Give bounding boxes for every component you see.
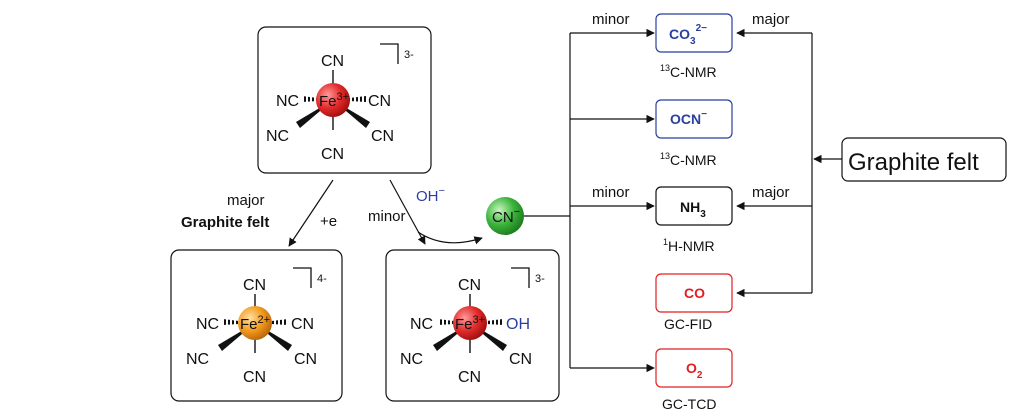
metal-center: Fe3+ <box>455 314 485 333</box>
label-minor-nh3: minor <box>592 184 630 201</box>
ligand-left: NC <box>410 316 433 333</box>
ligand-right: CN <box>368 93 391 110</box>
product-method: GC-FID <box>664 316 712 332</box>
label-graphite-felt-bold: Graphite felt <box>181 214 269 231</box>
graphite-felt-box: Graphite felt <box>841 137 1007 182</box>
ligand-bottom-right: CN <box>294 351 317 368</box>
fe-sphere <box>238 306 272 340</box>
complex-box <box>385 249 560 402</box>
fe-sphere <box>453 306 487 340</box>
arrow-reduction <box>288 179 334 247</box>
ligand-bottom-left: NC <box>400 351 423 368</box>
metal-center: Fe2+ <box>240 314 270 333</box>
product-o2: O2 GC-TCD <box>655 348 733 412</box>
charge-bracket <box>293 267 312 288</box>
ligand-top: CN <box>243 277 266 294</box>
ligand-top: CN <box>321 53 344 70</box>
ligand-right: CN <box>291 316 314 333</box>
product-formula: O2 <box>686 360 703 381</box>
product-method: 1H-NMR <box>663 237 715 254</box>
cn-sphere <box>486 197 524 235</box>
fe-sphere <box>316 83 350 117</box>
label-minor-co3: minor <box>592 11 630 28</box>
complex-charge: 4- <box>317 273 327 285</box>
label-major-nh3: major <box>752 184 790 201</box>
arrow-substitution <box>389 179 426 245</box>
product-ocn: OCN− 13C-NMR <box>655 99 733 168</box>
ligand-bottom: CN <box>243 369 266 386</box>
ligand-bottom-right: CN <box>509 351 532 368</box>
graphite-felt-label: Graphite felt <box>848 149 979 176</box>
cn-label: CN− <box>492 206 520 226</box>
product-formula: NH3 <box>680 199 706 220</box>
label-minor: minor <box>368 208 406 225</box>
label-plus-e: +e <box>320 213 337 230</box>
ligand-left: NC <box>276 93 299 110</box>
complex-box <box>170 249 343 402</box>
product-co3: CO32− 13C-NMR <box>655 13 733 80</box>
ligand-bottom: CN <box>321 146 344 163</box>
ligand-left: NC <box>196 316 219 333</box>
arrow-cn-release <box>417 231 483 245</box>
product-formula: CO <box>684 285 705 301</box>
ligand-bottom-left: NC <box>186 351 209 368</box>
metal-center: Fe3+ <box>319 91 349 110</box>
complex-hydroxo: 3- Fe3+ CN NC OH NC CN CN <box>385 249 560 402</box>
charge-bracket <box>380 43 399 64</box>
ligand-top: CN <box>458 277 481 294</box>
product-formula: CO32− <box>669 23 707 47</box>
label-major-co3: major <box>752 11 790 28</box>
complex-ferricyanide: 3- Fe3+ CN NC CN NC CN CN <box>257 26 432 174</box>
ligand-bottom: CN <box>458 369 481 386</box>
ligand-right: OH <box>506 316 530 333</box>
charge-bracket <box>511 267 530 288</box>
ligand-bottom-right: CN <box>371 128 394 145</box>
product-co: CO GC-FID <box>655 273 733 332</box>
cyanide-ion: CN− <box>486 197 524 235</box>
product-method: GC-TCD <box>662 396 716 412</box>
product-formula: OCN− <box>670 109 707 127</box>
complex-box <box>257 26 432 174</box>
product-method: 13C-NMR <box>660 63 717 80</box>
label-oh: OH− <box>416 185 445 205</box>
complex-charge: 3- <box>404 49 414 61</box>
complex-ferrocyanide: 4- Fe2+ CN NC CN NC CN CN <box>170 249 343 402</box>
complex-charge: 3- <box>535 273 545 285</box>
ligand-bottom-left: NC <box>266 128 289 145</box>
product-nh3: NH3 1H-NMR <box>655 186 733 254</box>
product-method: 13C-NMR <box>660 151 717 168</box>
label-major: major <box>227 192 265 209</box>
